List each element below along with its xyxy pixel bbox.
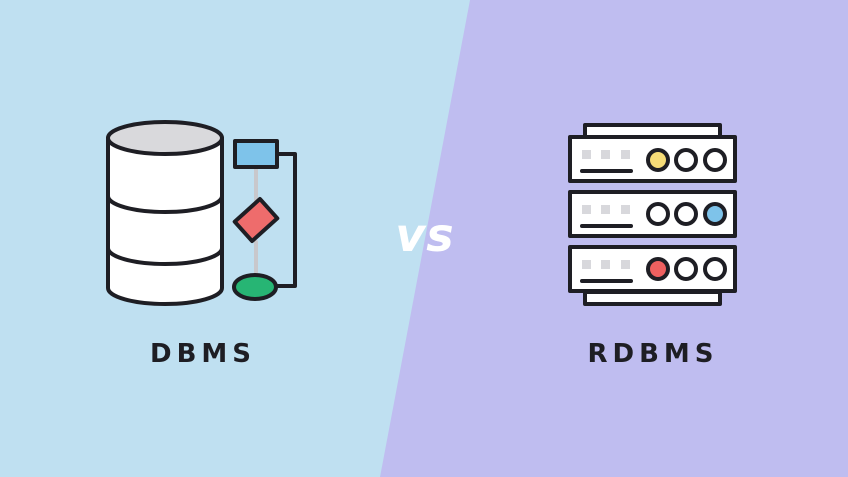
vs-separator: vs [395, 208, 455, 262]
database-icon [106, 120, 224, 306]
server-unit-2 [568, 190, 737, 238]
right-panel [380, 0, 848, 477]
server-rack-icon [568, 123, 737, 306]
server-unit-3 [568, 245, 737, 293]
indicator-yellow-icon [646, 148, 670, 172]
flow-box-icon [233, 139, 279, 169]
flow-diamond-icon [232, 196, 280, 244]
dbms-label: DBMS [150, 339, 256, 369]
rdbms-label: RDBMS [587, 339, 719, 369]
flowchart-icon [232, 139, 297, 301]
indicator-red-icon [646, 257, 670, 281]
flow-oval-icon [232, 273, 278, 301]
server-unit-1 [568, 135, 737, 183]
indicator-blue-icon [703, 202, 727, 226]
